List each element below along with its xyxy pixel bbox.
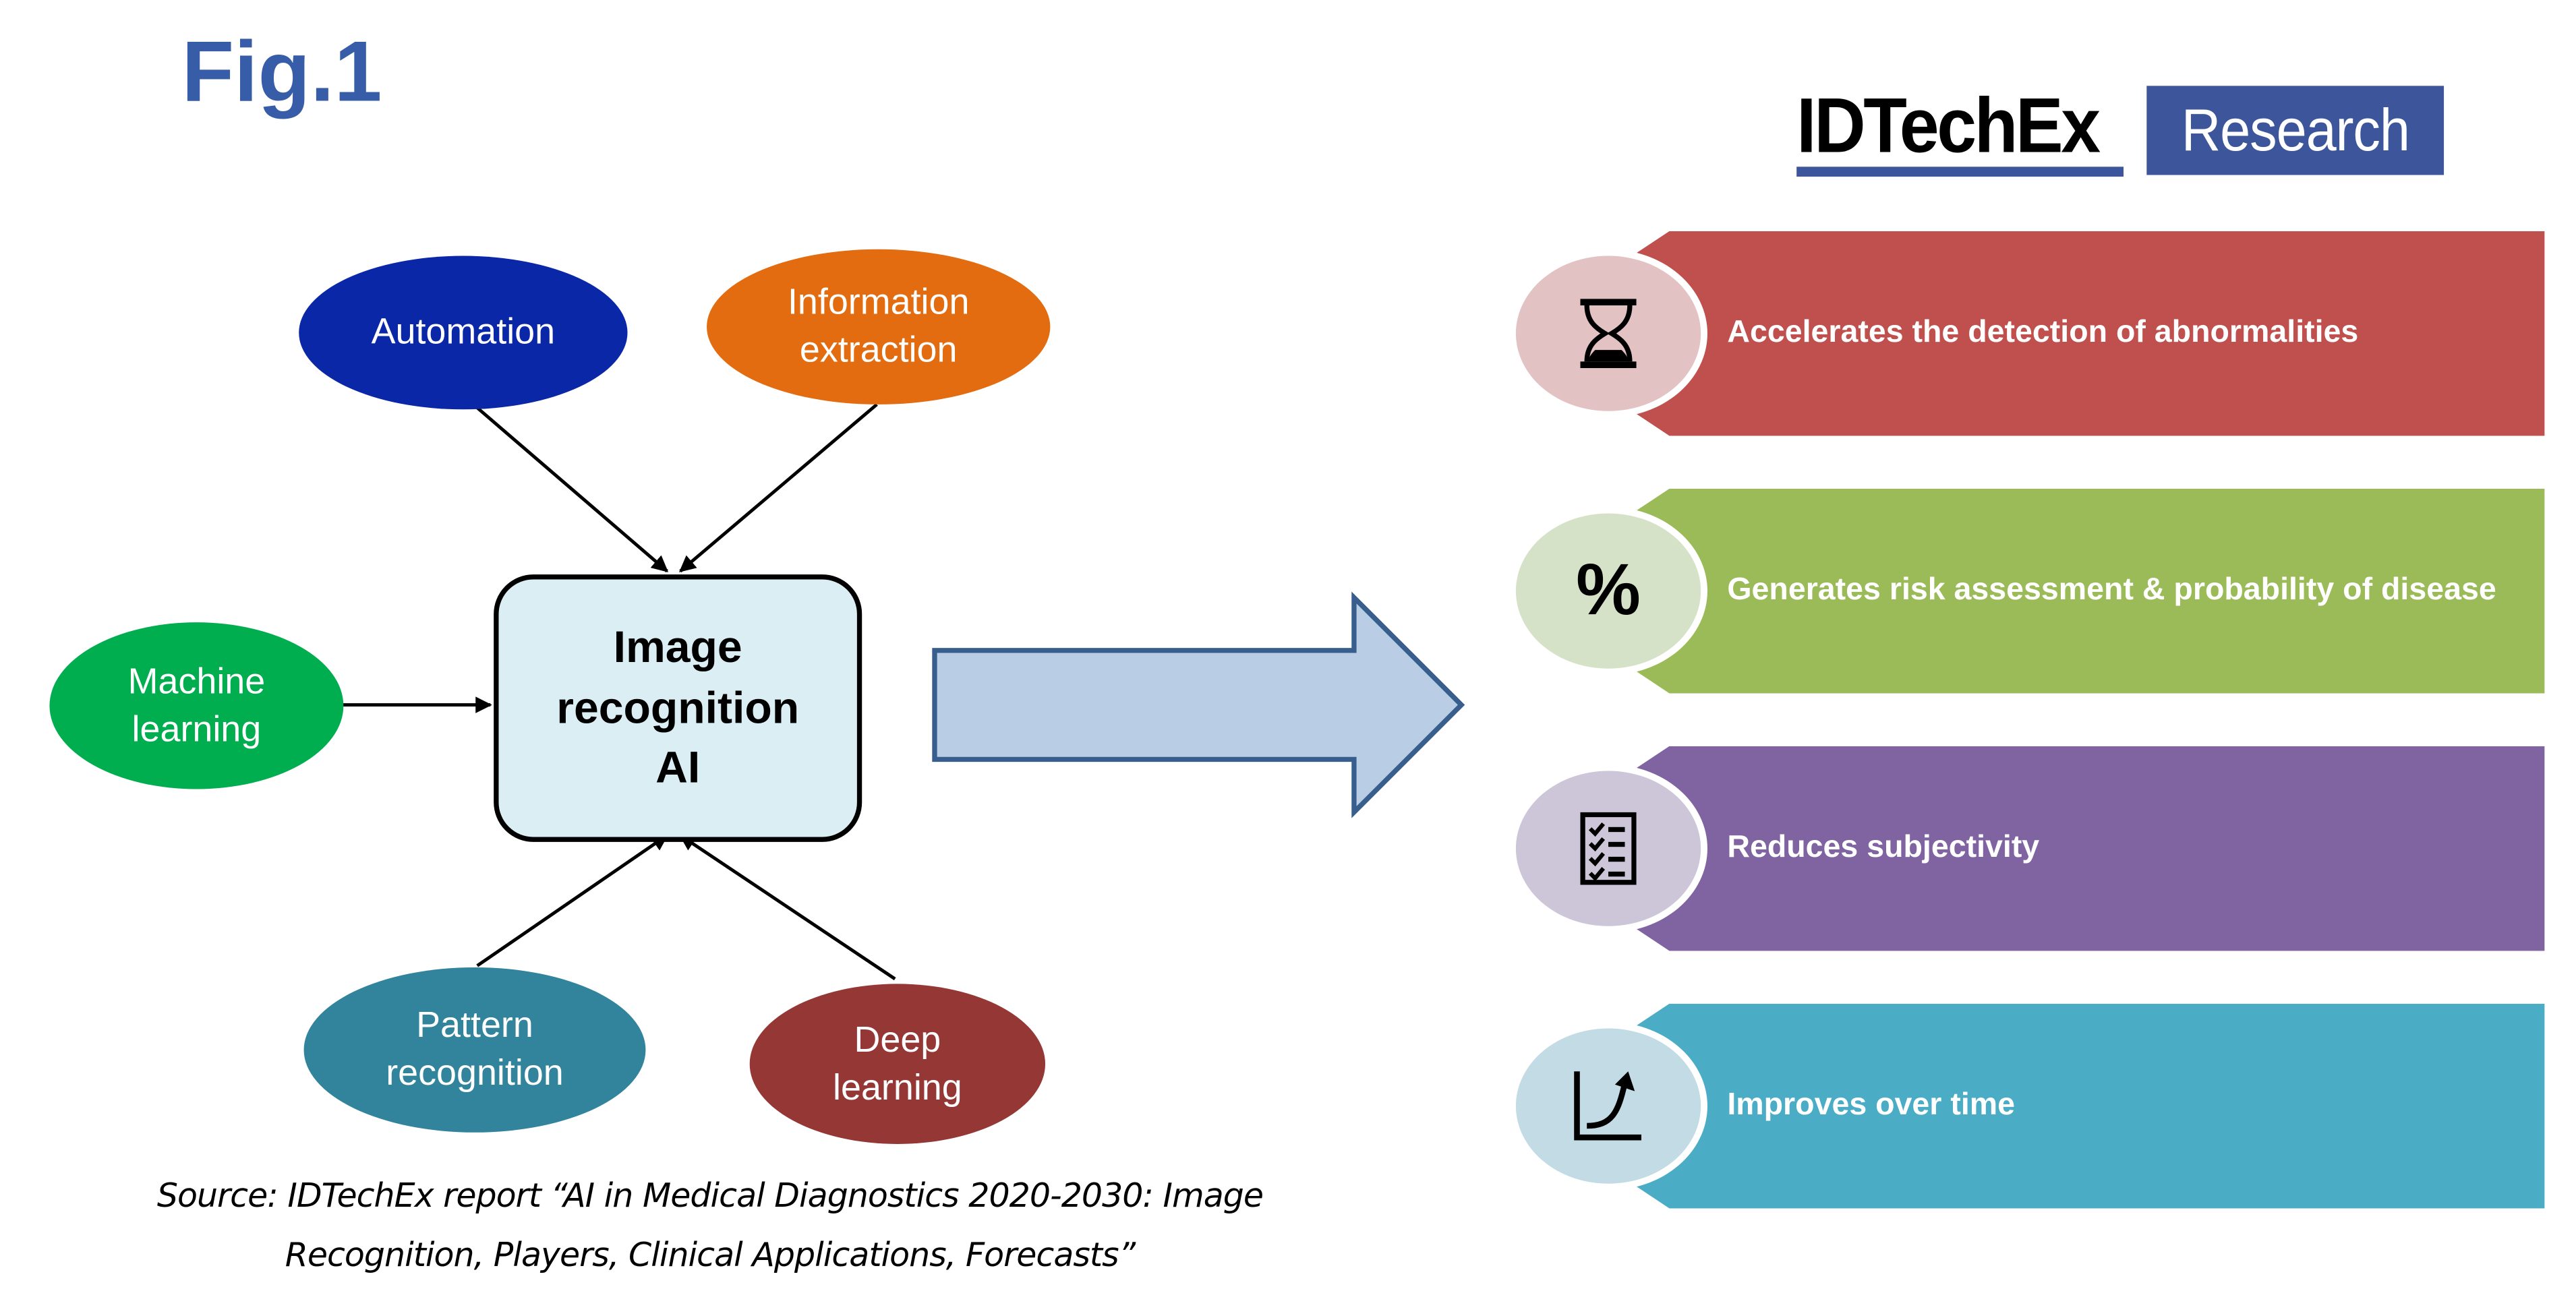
- logo-research-text: Research: [2181, 96, 2410, 164]
- connector-pattern-recognition: [476, 834, 669, 967]
- benefit-icon-bubble: [1515, 256, 1701, 411]
- logo-brand-text: IDTechEx: [1796, 80, 2101, 169]
- benefit-row-improves-over-time: Improves over time: [1515, 1003, 2548, 1209]
- hourglass-icon: [1580, 299, 1637, 369]
- benefit-band: [1598, 746, 2545, 951]
- source-caption: Source: IDTechEx report “AI in Medical D…: [156, 1175, 1264, 1275]
- benefit-label: Generates risk assessment & probability …: [1727, 572, 2496, 607]
- connector-deep-learning: [678, 834, 896, 981]
- logo-research-box: Research: [2146, 86, 2445, 175]
- flow-arrow-icon: [932, 591, 1465, 818]
- benefit-label: Reduces subjectivity: [1727, 829, 2040, 865]
- benefit-icon-bubble: %: [1515, 513, 1701, 669]
- benefit-band: [1598, 1003, 2545, 1209]
- center-node-label: Image recognition AI: [556, 623, 800, 793]
- connector-information-extraction: [678, 403, 878, 573]
- figure-title: Fig.1: [181, 24, 382, 121]
- benefit-row-risk-assessment: % Generates risk assessment & probabilit…: [1515, 488, 2548, 694]
- node-automation-label: Automation: [371, 310, 556, 353]
- benefit-band: [1598, 231, 2545, 436]
- growth-chart-icon: [1574, 1071, 1642, 1141]
- benefit-icon-bubble: [1515, 771, 1701, 926]
- connector-automation: [476, 406, 669, 573]
- benefit-icon-bubble: [1515, 1028, 1701, 1184]
- node-automation: Automation: [299, 256, 628, 410]
- percent-icon: %: [1576, 549, 1641, 631]
- benefit-row-accelerates-detection: Accelerates the detection of abnormaliti…: [1515, 231, 2548, 436]
- logo-underline: [1796, 167, 2124, 177]
- center-node-image-recognition-ai: Image recognition AI: [494, 574, 862, 842]
- benefit-band: [1598, 488, 2545, 694]
- benefit-label: Accelerates the detection of abnormaliti…: [1727, 314, 2359, 350]
- benefit-row-reduces-subjectivity: Reduces subjectivity: [1515, 746, 2548, 951]
- checklist-icon: [1580, 812, 1637, 885]
- benefit-label: Improves over time: [1727, 1087, 2016, 1122]
